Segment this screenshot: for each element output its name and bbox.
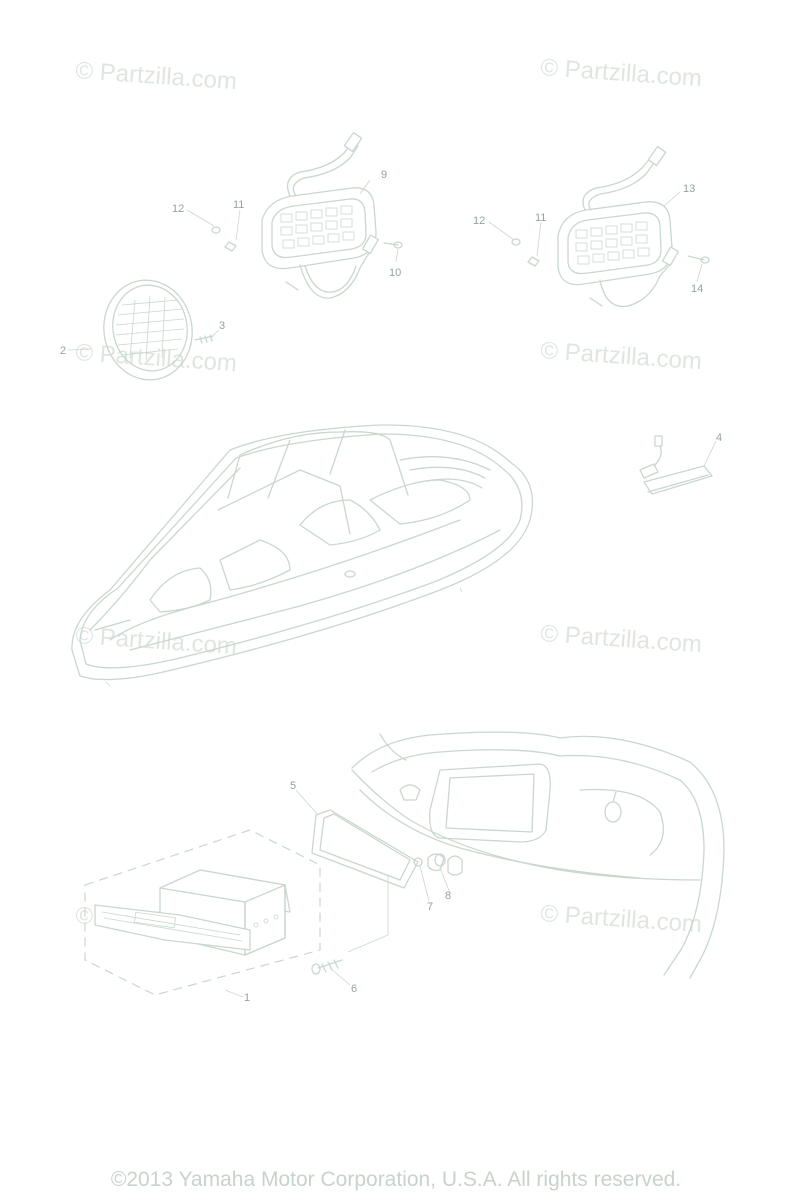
dashboard-illustration bbox=[351, 731, 725, 979]
callout-3: 3 bbox=[219, 320, 225, 332]
bezel bbox=[311, 809, 419, 889]
switch-panel-left bbox=[211, 131, 403, 299]
callout-6-lower: 6 bbox=[351, 983, 357, 995]
callout-8: 8 bbox=[445, 890, 451, 902]
boat-illustration bbox=[71, 424, 534, 687]
courtesy-light bbox=[639, 435, 713, 495]
callout-10: 10 bbox=[389, 267, 401, 279]
screws bbox=[311, 853, 445, 975]
callout-4: 4 bbox=[716, 432, 722, 444]
watermark: © Partzilla.com bbox=[540, 54, 703, 92]
watermark: © Partzilla.com bbox=[75, 339, 238, 377]
callout-1: 1 bbox=[244, 992, 250, 1004]
stereo-unit bbox=[84, 829, 321, 996]
switch-panel-right bbox=[511, 145, 710, 308]
callout-5: 5 bbox=[290, 780, 296, 792]
watermark: © Partzilla.com bbox=[540, 337, 703, 375]
callout-9: 9 bbox=[381, 169, 387, 181]
watermark: © Partzilla.com bbox=[540, 900, 703, 938]
watermarks: © Partzilla.com © Partzilla.com © Partzi… bbox=[75, 54, 703, 940]
watermark: © Partzilla.com bbox=[75, 57, 238, 95]
speaker-grille bbox=[103, 279, 214, 381]
callout-13: 13 bbox=[683, 183, 695, 195]
callout-7: 7 bbox=[427, 901, 433, 913]
callout-labels: 1 2 3 4 5 6 6 7 8 9 10 11 11 12 12 13 14 bbox=[60, 169, 722, 1004]
callout-14: 14 bbox=[691, 283, 703, 295]
watermark: © Partzilla.com bbox=[540, 620, 703, 658]
callout-12-left: 12 bbox=[172, 203, 184, 215]
callout-11-left: 11 bbox=[233, 199, 244, 211]
callout-11-right: 11 bbox=[535, 212, 546, 224]
callout-12-right: 12 bbox=[473, 215, 485, 227]
callout-2: 2 bbox=[60, 345, 66, 357]
copyright-notice: ©2013 Yamaha Motor Corporation, U.S.A. A… bbox=[110, 1168, 682, 1191]
leader-lines bbox=[67, 179, 717, 998]
